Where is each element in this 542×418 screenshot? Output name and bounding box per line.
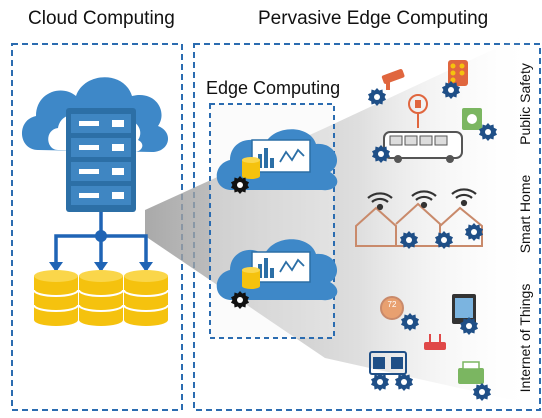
tablet-icon [452,294,476,324]
database-icon [123,270,169,326]
smart-lock-icon [369,351,407,375]
router-icon [424,334,446,350]
domain-label-public-safety: Public Safety [517,63,533,145]
cloud-server-icon [21,77,169,212]
bus-icon [383,131,463,163]
database-icon [33,270,79,326]
edge-cloud-icon [216,239,338,301]
thermostat-icon [380,296,404,320]
wifi-icon [367,192,393,211]
wifi-icon [451,188,477,207]
gear-icon [371,373,389,391]
water-meter-icon [462,108,482,130]
pervasive-edge-computing-title: Pervasive Edge Computing [258,8,489,29]
smart-houses-icon [355,202,483,247]
traffic-light-icon [448,60,468,86]
security-camera-icon [381,69,405,90]
edge-computing-title: Edge Computing [206,78,341,98]
alarm-sensor-icon [408,94,428,128]
database-icon [78,270,124,326]
thermostat-readout: 72 [387,300,397,309]
edge-cloud-icon [216,129,338,191]
printer-icon [458,361,484,384]
wifi-icon [411,190,437,209]
edge-offload-beam [145,30,535,405]
domain-label-smart-home: Smart Home [517,174,533,254]
domain-label-internet-of-things: Internet of Things [517,283,533,393]
cloud-computing-title: Cloud Computing [28,8,175,29]
connector-hub [95,230,107,242]
